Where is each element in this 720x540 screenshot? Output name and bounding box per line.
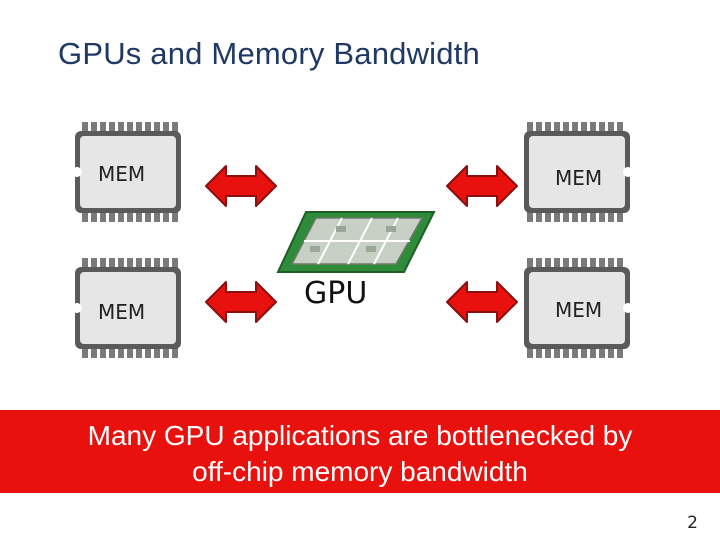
banner-line-2: off-chip memory bandwidth [192, 456, 528, 487]
page-number: 2 [687, 513, 698, 533]
memory-chip-label: MEM [98, 162, 146, 186]
memory-chip-label: MEM [98, 300, 146, 324]
memory-chip-top-right: MEM [523, 122, 631, 222]
banner-line-1: Many GPU applications are bottlenecked b… [87, 420, 633, 451]
memory-chip-icon [524, 258, 631, 358]
double-arrow-icon [205, 281, 277, 323]
memory-chip-bottom-right: MEM [523, 258, 631, 358]
slide-title: GPUs and Memory Bandwidth [58, 36, 480, 71]
memory-chip-icon [524, 122, 631, 222]
memory-chip-label: MEM [555, 298, 603, 322]
double-arrow-icon [446, 281, 518, 323]
double-arrow-icon [446, 165, 518, 207]
gpu-label: GPU [304, 276, 368, 311]
memory-chip-label: MEM [555, 166, 603, 190]
gpu-chip-icon [276, 211, 436, 273]
memory-chip-top-left: MEM [74, 122, 182, 222]
key-message-banner: Many GPU applications are bottlenecked b… [0, 410, 720, 493]
memory-chip-bottom-left: MEM [74, 258, 182, 358]
double-arrow-icon [205, 165, 277, 207]
memory-chip-icon [74, 122, 181, 222]
memory-chip-icon [74, 258, 181, 358]
